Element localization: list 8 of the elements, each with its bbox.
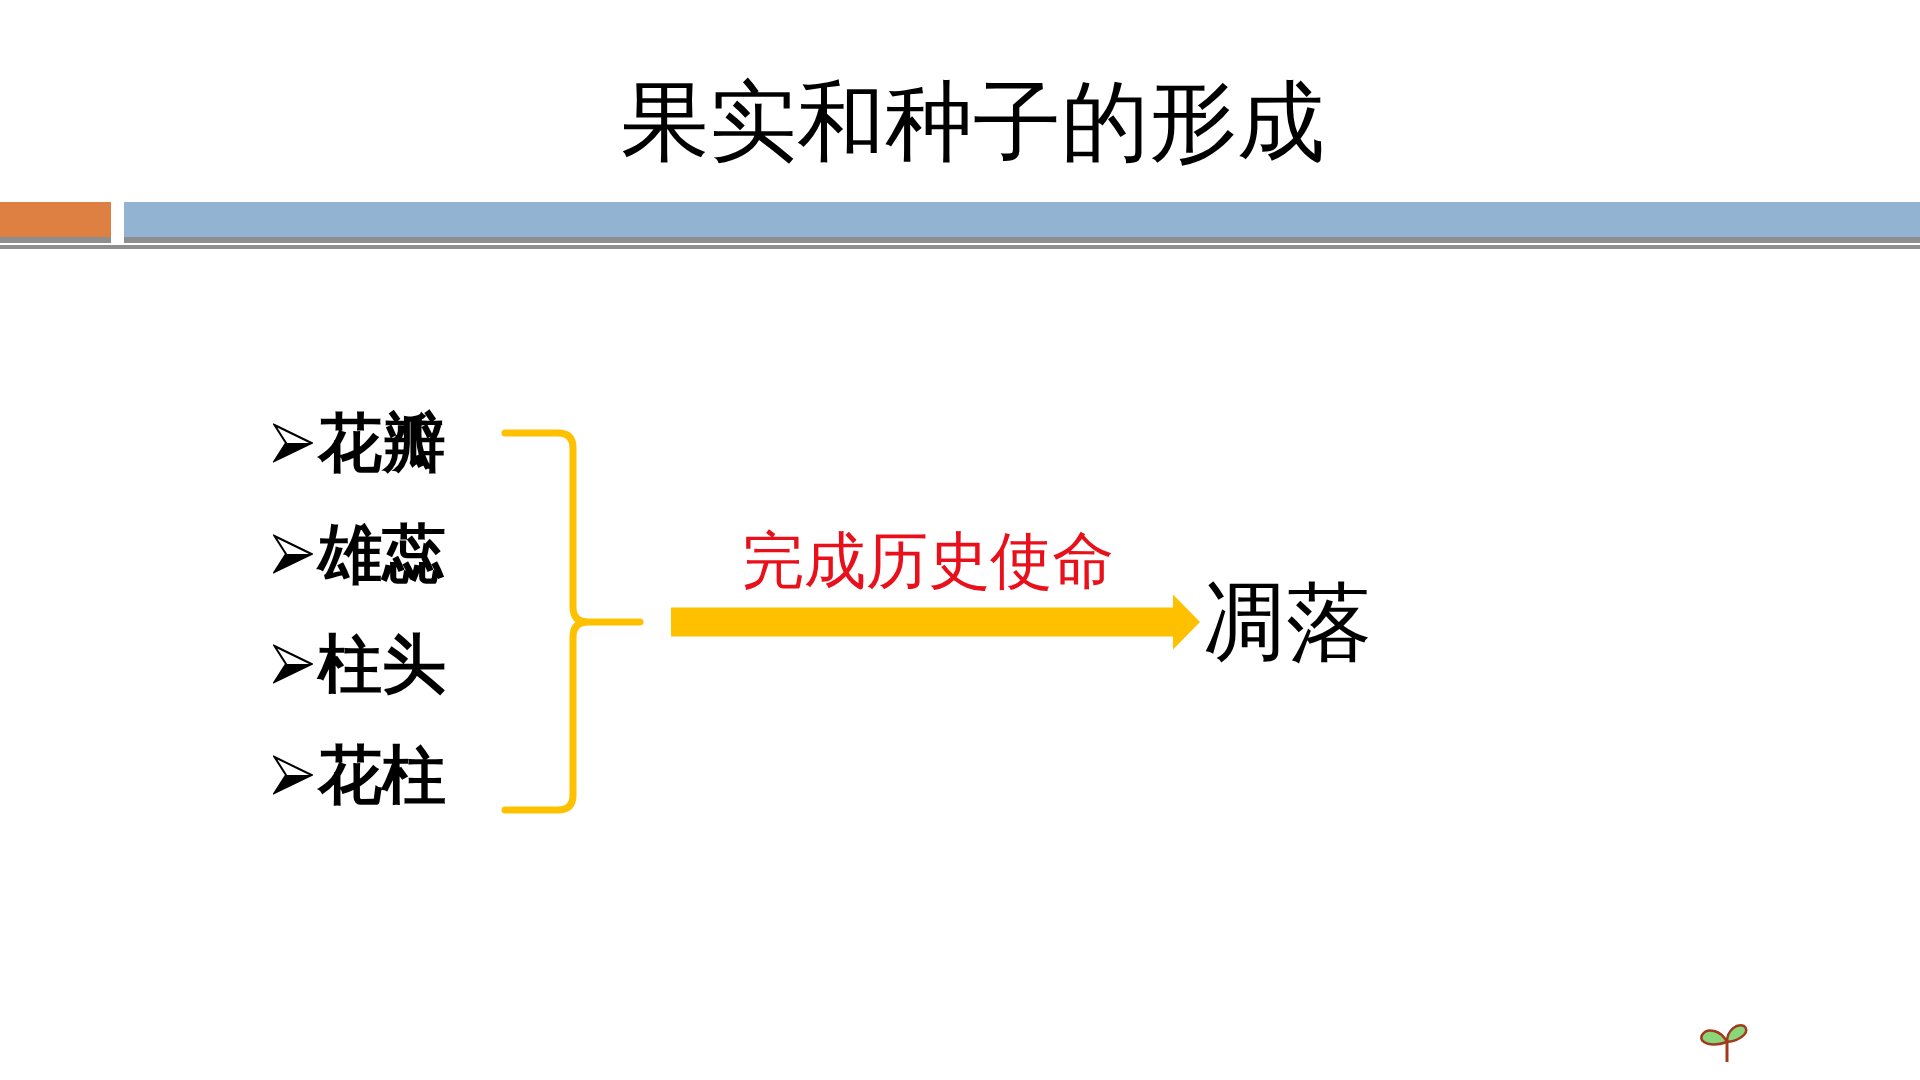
list-item-text: 花柱 [318, 736, 446, 814]
block-arrow [671, 594, 1200, 650]
node-text: 凋落 [1200, 574, 1372, 670]
edge-label: 完成历史使命 [741, 525, 1114, 596]
slide-title: 果实和种子的形成 [621, 72, 1325, 172]
list-item-text: 雄蕊 [318, 515, 446, 593]
list-item-text: 花瓣 [318, 405, 446, 482]
list-item-text: 柱头 [318, 626, 446, 703]
